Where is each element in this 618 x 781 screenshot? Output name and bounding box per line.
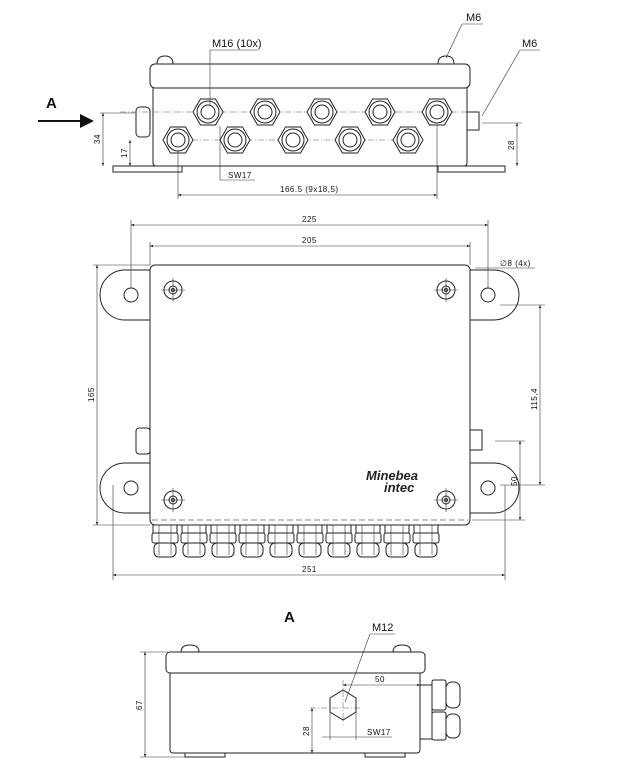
dim-side-28: 28 [302, 726, 311, 736]
side-gland-left [135, 427, 151, 455]
side-view-a: A M12 50 67 28 SW17 [135, 609, 461, 758]
foot-right [437, 165, 506, 173]
dim-gland-pitch: 166.5 (9x18,5) [280, 185, 339, 194]
front-view: A M16 (10x) M6 M6 34 17 [38, 12, 540, 199]
box-lid [149, 63, 471, 89]
view-a-title: A [284, 609, 295, 626]
dim-205: 205 [302, 236, 317, 245]
dim-251: 251 [302, 565, 317, 574]
wrench-size-label: SW17 [228, 171, 252, 180]
view-a-arrow-label: A [46, 95, 57, 112]
side-bolt-label: M6 [522, 38, 537, 50]
lid-bolt-right [392, 644, 412, 653]
top-view: Minebea intec 225 205 ∅8 (4x) 165 115,4 … [87, 215, 545, 580]
dim-28: 28 [507, 140, 516, 150]
gland-label: M16 (10x) [212, 38, 262, 50]
side-gland-left [135, 106, 151, 138]
nut-label: M12 [372, 622, 393, 634]
box-body [152, 85, 468, 167]
dim-225: 225 [302, 215, 317, 224]
dim-17: 17 [120, 148, 129, 158]
lid-bolt-left [180, 644, 200, 653]
lid-bolt-left [156, 55, 174, 65]
lid-bolt-right [437, 55, 455, 65]
mounting-ear-bottom-left [99, 462, 151, 514]
dim-50: 50 [510, 476, 519, 486]
dim-165: 165 [87, 387, 96, 402]
foot-left [112, 165, 183, 173]
view-arrow-head-icon [80, 114, 94, 128]
brand-logo-line2: intec [384, 480, 415, 495]
box-cover [149, 264, 471, 526]
mounting-ear-top-right [469, 269, 520, 321]
dim-side-50: 50 [375, 675, 385, 684]
dim-67: 67 [135, 700, 144, 710]
cable-glands-bottom [151, 524, 440, 558]
side-cable-glands [419, 679, 461, 741]
side-nut-right [466, 111, 480, 131]
hole-diameter-label: ∅8 (4x) [500, 259, 531, 268]
box-lid [165, 651, 426, 674]
mounting-ear-top-left [99, 269, 151, 321]
side-wrench-size-label: SW17 [367, 728, 391, 737]
top-bolt-label: M6 [466, 12, 481, 24]
brand-logo-line1: Minebea [366, 468, 418, 483]
side-nut-right [469, 429, 483, 451]
dim-115-4: 115,4 [530, 388, 539, 410]
dim-34: 34 [93, 134, 102, 144]
